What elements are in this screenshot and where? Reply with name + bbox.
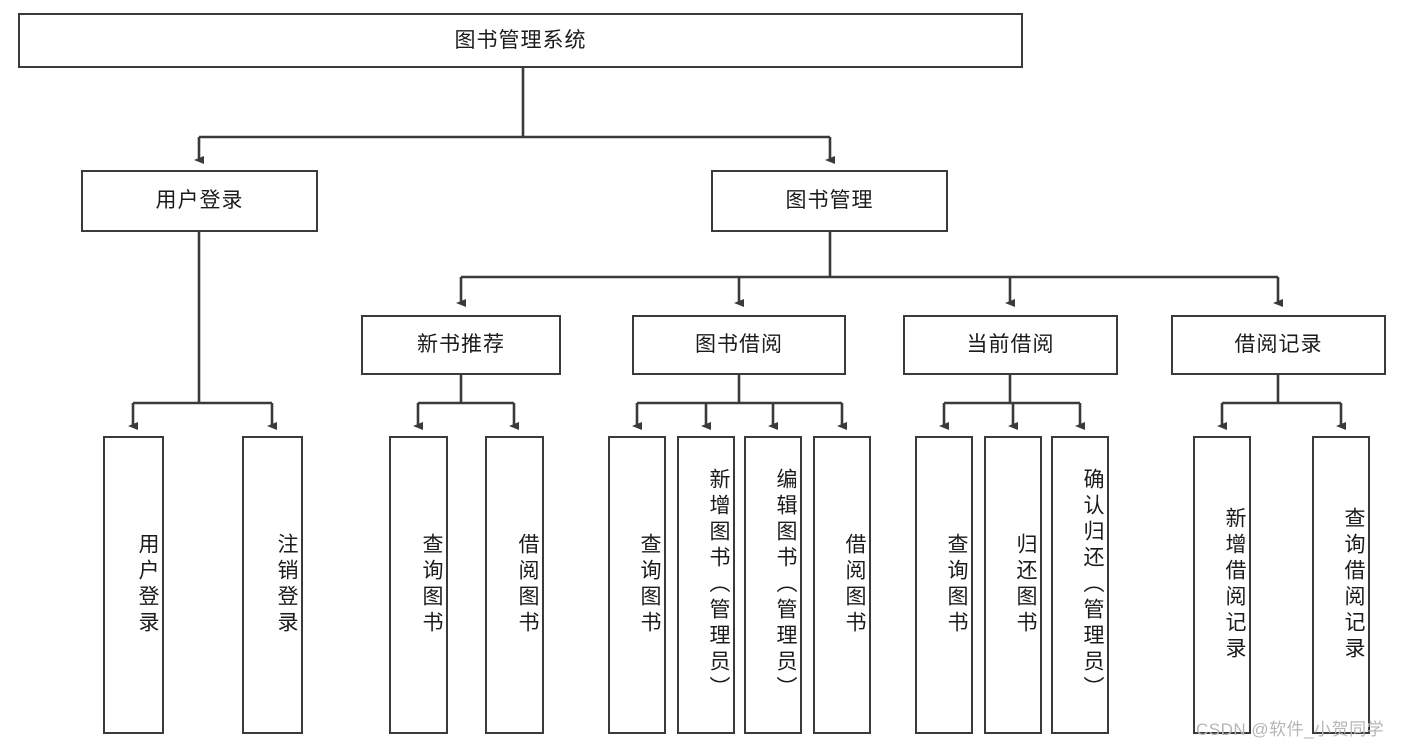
node-label: 用户登录 xyxy=(155,189,244,213)
leaf-query-book-current[interactable]: 查询图书 xyxy=(915,436,973,734)
node-label: 新增借阅记录 xyxy=(1223,507,1246,663)
node-new-book-recommend[interactable]: 新书推荐 xyxy=(361,315,561,375)
csdn-watermark: CSDN @软件_小贺同学 xyxy=(1196,720,1385,739)
node-label: 查询借阅记录 xyxy=(1342,507,1365,663)
node-book-borrow[interactable]: 图书借阅 xyxy=(632,315,846,375)
node-label: 新书推荐 xyxy=(417,333,505,357)
node-label: 新增图书（管理员） xyxy=(707,468,730,702)
leaf-logout[interactable]: 注销登录 xyxy=(242,436,303,734)
node-label: 借阅图书 xyxy=(843,533,866,637)
node-label: 查询图书 xyxy=(945,533,968,637)
node-label: 归还图书 xyxy=(1014,533,1037,637)
node-label: 借阅记录 xyxy=(1234,333,1323,357)
leaf-borrow-book[interactable]: 借阅图书 xyxy=(813,436,871,734)
node-label: 图书管理系统 xyxy=(454,28,587,52)
node-label: 注销登录 xyxy=(275,533,298,637)
node-label: 查询图书 xyxy=(420,533,443,637)
node-label: 当前借阅 xyxy=(966,333,1055,357)
leaf-query-book-borrow[interactable]: 查询图书 xyxy=(608,436,666,734)
leaf-return-book[interactable]: 归还图书 xyxy=(984,436,1042,734)
node-label: 借阅图书 xyxy=(516,533,539,637)
leaf-query-borrow-record[interactable]: 查询借阅记录 xyxy=(1312,436,1370,734)
node-borrow-record[interactable]: 借阅记录 xyxy=(1171,315,1386,375)
leaf-edit-book-admin[interactable]: 编辑图书（管理员） xyxy=(744,436,802,734)
node-book-management[interactable]: 图书管理 xyxy=(711,170,948,232)
leaf-user-login[interactable]: 用户登录 xyxy=(103,436,164,734)
node-current-borrow[interactable]: 当前借阅 xyxy=(903,315,1118,375)
node-label: 图书借阅 xyxy=(695,333,783,357)
leaf-add-book-admin[interactable]: 新增图书（管理员） xyxy=(677,436,735,734)
node-root-system[interactable]: 图书管理系统 xyxy=(18,13,1023,68)
node-label: 用户登录 xyxy=(136,533,159,637)
node-label: 图书管理 xyxy=(785,189,874,213)
leaf-borrow-book-recommend[interactable]: 借阅图书 xyxy=(485,436,544,734)
leaf-query-book-recommend[interactable]: 查询图书 xyxy=(389,436,448,734)
leaf-confirm-return-admin[interactable]: 确认归还（管理员） xyxy=(1051,436,1109,734)
node-label: 编辑图书（管理员） xyxy=(774,468,797,702)
node-label: 查询图书 xyxy=(638,533,661,637)
node-user-login[interactable]: 用户登录 xyxy=(81,170,318,232)
leaf-add-borrow-record[interactable]: 新增借阅记录 xyxy=(1193,436,1251,734)
node-label: 确认归还（管理员） xyxy=(1081,468,1104,702)
